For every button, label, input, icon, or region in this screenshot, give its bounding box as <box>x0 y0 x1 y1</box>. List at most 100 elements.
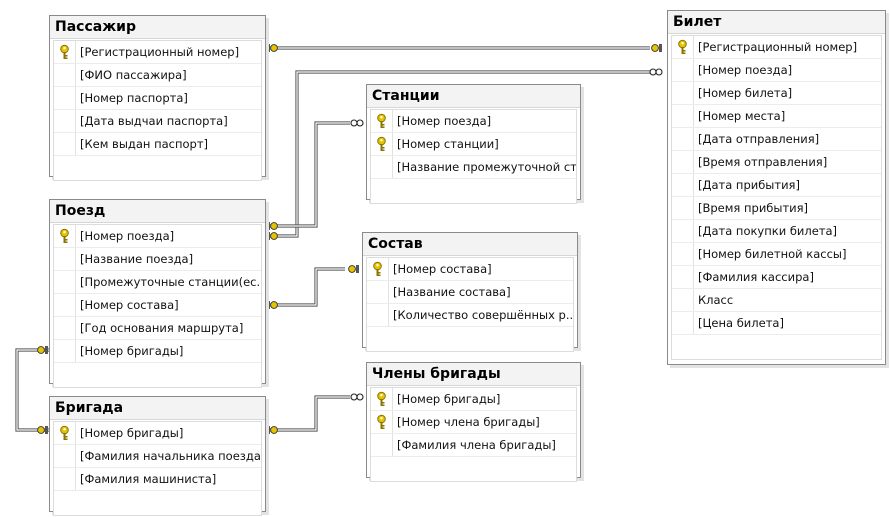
row-gutter <box>367 258 389 280</box>
relationship-line <box>266 121 350 228</box>
empty-row <box>54 363 261 387</box>
row-gutter <box>371 133 393 155</box>
column-row[interactable]: [Время отправления] <box>672 151 881 174</box>
column-name: [Номер состава] <box>393 262 492 276</box>
empty-row <box>367 327 573 351</box>
row-gutter <box>367 281 389 303</box>
column-list: [Регистрационный номер] [ФИО пассажира] [Н… <box>53 40 262 181</box>
column-name: [Регистрационный номер] <box>698 40 858 54</box>
column-list: [Номер поезда] [Название поезда][Промежут… <box>53 224 262 388</box>
many-end-icon <box>356 393 364 401</box>
column-name: [Цена билета] <box>698 316 784 330</box>
column-name: [Номер билетной кассы] <box>698 247 847 261</box>
column-row[interactable]: [Название состава] <box>367 281 573 304</box>
key-end-icon <box>651 44 659 52</box>
one-end-marker <box>267 301 270 309</box>
column-row[interactable]: [Дата прибытия] <box>672 174 881 197</box>
column-name: [Кем выдан паспорт] <box>80 137 209 151</box>
column-name: [Название промежуточной ст... <box>397 160 576 174</box>
one-end-marker <box>267 232 270 240</box>
key-end-icon <box>348 265 356 273</box>
column-name: [ФИО пассажира] <box>80 68 187 82</box>
column-row[interactable]: [Дата отправления] <box>672 128 881 151</box>
primary-key-icon <box>376 136 387 152</box>
table-composition[interactable]: Состав[Номер состава][Название состава][… <box>362 232 578 352</box>
column-row[interactable]: [Название поезда] <box>54 248 261 271</box>
column-row[interactable]: [ФИО пассажира] <box>54 64 261 87</box>
key-end-icon <box>37 346 45 354</box>
column-row[interactable]: [Регистрационный номер] <box>672 36 881 59</box>
row-gutter <box>54 41 76 63</box>
column-name: [Номер паспорта] <box>80 91 188 105</box>
column-row[interactable]: [Номер бригады] <box>54 340 261 363</box>
table-title: Билет <box>668 11 885 34</box>
column-row[interactable]: [Промежуточные станции(ес... <box>54 271 261 294</box>
column-row[interactable]: [Регистрационный номер] <box>54 41 261 64</box>
column-row[interactable]: [Название промежуточной ст... <box>371 156 576 179</box>
column-row[interactable]: [Номер поезда] <box>371 110 576 133</box>
key-end-icon <box>37 426 45 434</box>
row-gutter <box>672 36 694 58</box>
row-gutter <box>54 248 76 270</box>
column-row[interactable]: [Номер члена бригады] <box>371 411 576 434</box>
column-name: [Название состава] <box>393 285 511 299</box>
table-stations[interactable]: Станции[Номер поезда][Номер станции][Наз… <box>366 84 581 204</box>
column-row[interactable]: [Количество совершённых р... <box>367 304 573 327</box>
column-row[interactable]: [Номер билета] <box>672 82 881 105</box>
column-name: [Время отправления] <box>698 155 828 169</box>
row-gutter <box>371 434 393 456</box>
column-name: [Фамилия начальника поезда] <box>80 449 261 463</box>
table-passenger[interactable]: Пассажир[Регистрационный номер][ФИО пасс… <box>49 15 266 181</box>
primary-key-icon <box>376 113 387 129</box>
column-list: [Номер состава] [Название состава] [Количе… <box>366 257 574 352</box>
column-row[interactable]: [Номер бригады] <box>371 388 576 411</box>
column-row[interactable]: Класс <box>672 289 881 312</box>
column-row[interactable]: [Номер состава] <box>54 294 261 317</box>
column-row[interactable]: [Номер места] <box>672 105 881 128</box>
column-name: [Номер бригады] <box>397 392 501 406</box>
column-row[interactable]: [Дата покупки билета] <box>672 220 881 243</box>
row-gutter <box>672 197 694 219</box>
column-row[interactable]: [Кем выдан паспорт] <box>54 133 261 156</box>
column-list: [Номер бригады] [Фамилия начальника поезд… <box>53 421 262 516</box>
column-row[interactable]: [Фамилия кассира] <box>672 266 881 289</box>
table-title: Состав <box>363 233 577 256</box>
row-gutter <box>672 128 694 150</box>
column-row[interactable]: [Цена билета] <box>672 312 881 335</box>
row-gutter <box>672 105 694 127</box>
primary-key-icon <box>677 39 688 55</box>
column-row[interactable]: [Номер поезда] <box>672 59 881 82</box>
one-end-marker <box>267 222 270 230</box>
column-name: [Фамилия кассира] <box>698 270 814 284</box>
column-name: [Дата покупки билета] <box>698 224 838 238</box>
column-name: [Номер поезда] <box>80 229 175 243</box>
row-gutter <box>54 110 76 132</box>
column-row[interactable]: [Номер станции] <box>371 133 576 156</box>
row-gutter <box>672 220 694 242</box>
column-name: [Номер места] <box>698 109 786 123</box>
relationship-line <box>15 348 49 432</box>
column-name: [Номер бригады] <box>80 344 184 358</box>
column-row[interactable]: [Фамилия машиниста] <box>54 468 261 491</box>
table-brigade-members[interactable]: Члены бригады[Номер бригады][Номер члена… <box>366 362 581 482</box>
column-row[interactable]: [Номер паспорта] <box>54 87 261 110</box>
row-gutter <box>54 317 76 339</box>
column-row[interactable]: [Год основания маршрута] <box>54 317 261 340</box>
column-row[interactable]: [Дата выдчаи паспорта] <box>54 110 261 133</box>
table-ticket[interactable]: Билет [Регистрационный номер] [Номер поезд… <box>667 10 886 365</box>
column-row[interactable]: [Фамилия члена бригады] <box>371 434 576 457</box>
key-end-icon <box>270 301 278 309</box>
table-train[interactable]: Поезд[Номер поезда][Название поезда][Про… <box>49 199 266 388</box>
column-row[interactable]: [Время прибытия] <box>672 197 881 220</box>
column-row[interactable]: [Номер поезда] <box>54 225 261 248</box>
column-row[interactable]: [Номер билетной кассы] <box>672 243 881 266</box>
column-row[interactable]: [Фамилия начальника поезда] <box>54 445 261 468</box>
column-row[interactable]: [Номер бригады] <box>54 422 261 445</box>
table-brigade[interactable]: Бригада[Номер бригады] [Фамилия начальник… <box>49 396 266 516</box>
primary-key-icon <box>376 414 387 430</box>
table-title: Бригада <box>50 397 265 420</box>
column-row[interactable]: [Номер состава] <box>367 258 573 281</box>
column-name: [Количество совершённых р... <box>393 308 573 322</box>
empty-row <box>54 156 261 180</box>
